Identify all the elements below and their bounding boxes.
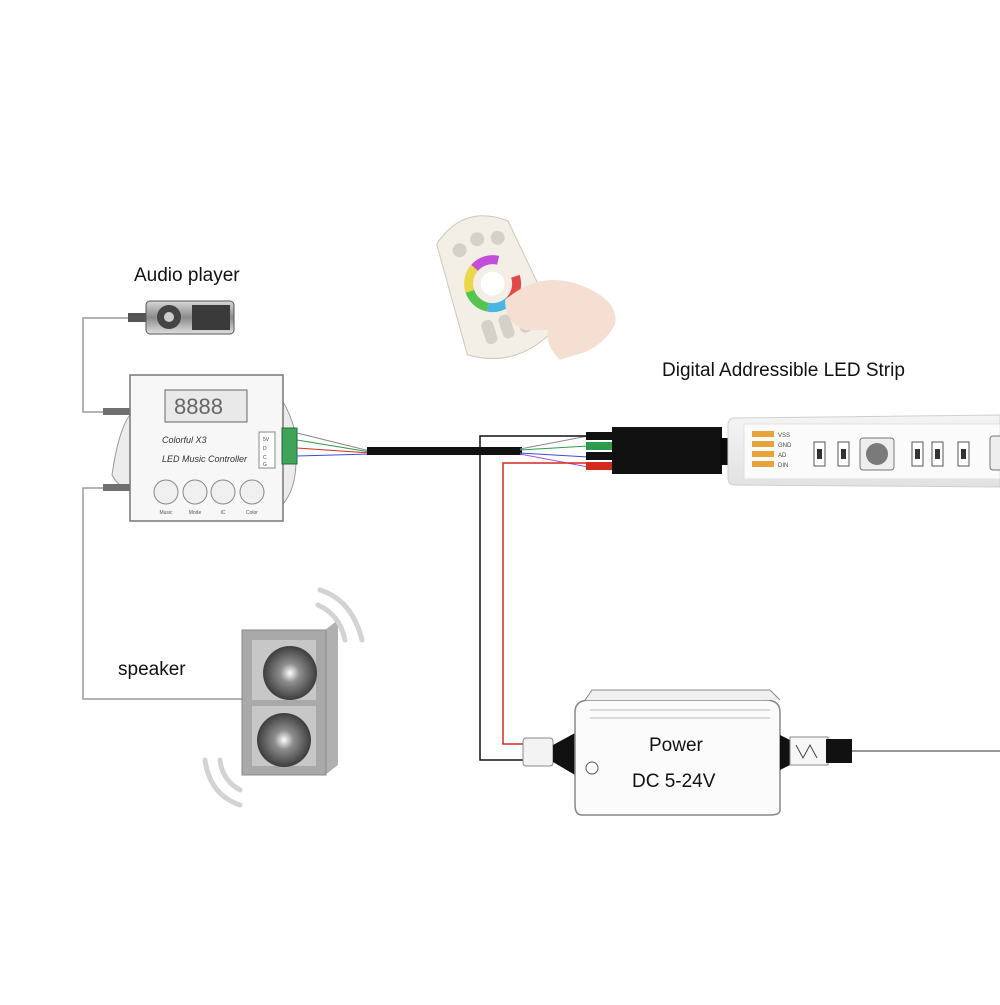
strip-connector	[612, 427, 722, 474]
audio-wires	[82, 317, 242, 700]
sound-waves-icon	[202, 587, 365, 808]
power-voltage-label: DC 5-24V	[632, 771, 716, 792]
power-label: Power	[649, 735, 703, 756]
port-label-5v: 5V	[263, 437, 270, 443]
music-controller: 8888 Colorful X3 LED Music Controller Mu…	[103, 374, 298, 522]
controller-brand: Colorful X3	[162, 435, 207, 445]
strip-pin-vss: VSS	[778, 433, 790, 439]
button-ic-label: IC	[221, 510, 226, 516]
controller-output-wires	[296, 432, 371, 457]
data-cable	[367, 447, 522, 455]
button-music-label: Music	[159, 510, 173, 516]
speaker-icon	[241, 620, 338, 776]
strip-pin-din: DIN	[778, 463, 788, 469]
strip-input-wires	[519, 435, 589, 468]
svg-text:8888: 8888	[174, 394, 223, 419]
hand-icon	[505, 280, 616, 360]
port-label-c: C	[263, 455, 267, 461]
strip-connector-leads	[586, 432, 616, 470]
port-label-g: G	[263, 462, 267, 468]
audio-player-icon	[128, 300, 235, 335]
speaker-label: speaker	[118, 659, 186, 680]
button-color-label: Color	[246, 510, 258, 516]
led-strip-label: Digital Addressible LED Strip	[662, 360, 905, 381]
strip-pin-gnd: GND	[778, 443, 792, 449]
power-supply	[522, 689, 1000, 816]
strip-pin-ad: AD	[778, 453, 787, 459]
power-wires	[479, 435, 588, 761]
output-terminal	[281, 427, 298, 465]
controller-model: LED Music Controller	[162, 454, 248, 464]
led-strip: VSS GND AD DIN	[727, 414, 1000, 488]
port-label-d: D	[263, 446, 267, 452]
audio-player-label: Audio player	[134, 265, 240, 286]
button-mode-label: Mode	[189, 510, 202, 516]
